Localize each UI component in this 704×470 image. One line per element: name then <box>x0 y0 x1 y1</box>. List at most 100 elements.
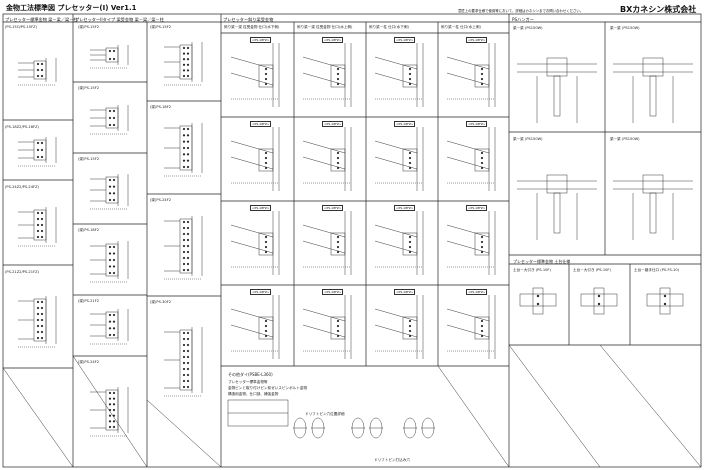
c1-d4-pin <box>40 330 44 334</box>
col4-subhead-3: 斜り梁－柱 仕口(水下側) <box>369 25 409 29</box>
c3-d4-pin <box>186 343 190 347</box>
c2-d1-plate <box>105 47 119 63</box>
c5-d2-rod <box>649 75 657 117</box>
c3-d2-pin <box>182 146 186 150</box>
col2-label-1: (梁)PS-15F2 <box>78 25 100 29</box>
c2-d1-pin <box>108 57 112 61</box>
col4-note-title: その他ダイ(PSBE-L360) <box>228 372 273 377</box>
c4-r3c1-pin <box>264 235 268 239</box>
c5-s2-pin <box>597 294 601 298</box>
col5-bottom-label-2: 土台－大引き (PS-10F) <box>573 268 611 272</box>
c1-d4-pin <box>36 336 40 340</box>
c4-r1c2-pin <box>336 82 340 86</box>
c3-d4-plate <box>179 329 193 391</box>
c5-d3-plate <box>546 174 568 194</box>
c5-d1-plate <box>546 57 568 77</box>
c4-r3c3-pin <box>408 250 412 254</box>
col3-label-3: (梁)PS-24F2 <box>150 198 172 202</box>
c4-r2c4-pin <box>480 161 484 165</box>
c4-r3c4-pin <box>480 245 484 249</box>
c1-d3-pin <box>36 211 40 215</box>
c4-r3c4-slope-top <box>446 224 490 238</box>
c4-r1c1-pin <box>264 67 268 71</box>
c4-r1c4-plate <box>474 64 490 88</box>
c4-r3c4-pin <box>480 235 484 239</box>
c3-d3-pin <box>186 226 190 230</box>
c2-d4-pin <box>112 265 116 268</box>
c2-d6-pin <box>112 420 116 423</box>
c4-r1c1-plate <box>258 64 274 88</box>
c4-r2c1-pin <box>264 161 268 165</box>
c4-r2c1-pin <box>264 156 268 160</box>
c1-d3-pin <box>40 229 44 233</box>
col4-tag-r2c2: <PS-18FZ> <box>322 121 344 127</box>
c2-d5-pin <box>108 313 112 317</box>
c3-d2-pin <box>182 140 186 143</box>
company-logo: BXカネシン株式会社 <box>620 5 697 14</box>
c4-r2c1-slope-top <box>230 140 274 154</box>
c3-d4-pin <box>186 355 190 359</box>
c4-r3c1-pin <box>264 250 268 254</box>
col4-tag-r4c2: <PS-18FZ> <box>322 289 344 295</box>
c4-r4c3-slope-top <box>374 308 418 322</box>
c4-r2c3-plate <box>402 148 418 172</box>
c3-d1-pin <box>186 74 190 78</box>
c3-d3-pin <box>186 268 190 272</box>
c4-r4c4-pin <box>480 329 484 333</box>
c4-r3c4-pin <box>480 250 484 254</box>
c4-r2c4-pin <box>480 151 484 155</box>
c3-d4-pin <box>186 373 190 377</box>
c4-r4c2-pin <box>336 324 340 328</box>
col4-subhead-4: 斜り梁－柱 仕口(水上側) <box>441 25 481 29</box>
c4-r3c1-slope-top <box>230 224 274 238</box>
c1-d2-pin <box>36 141 40 145</box>
c3-d3-pin <box>182 262 186 266</box>
col4-tag-r2c1: <PS-18FZ> <box>250 121 272 127</box>
c3-d3-pin <box>182 238 186 242</box>
c4-r4c1-pin <box>264 334 268 338</box>
c3-d1-pin <box>182 74 186 78</box>
c3-d4-pin <box>186 385 190 389</box>
c1-d2-pin <box>36 155 40 159</box>
c4-r2c2-slope-top <box>302 140 346 154</box>
c4-r1c1-pin <box>264 82 268 86</box>
c4-r4c2-pin <box>336 329 340 333</box>
c4-r1c1-pin <box>264 72 268 76</box>
c4-r3c3-plate <box>402 232 418 256</box>
c3-d2-pin <box>186 127 190 131</box>
col5-label-4: 梁－梁 (PS150W) <box>610 137 640 141</box>
c3-d2-pin <box>186 140 190 143</box>
c2-d6-pin <box>112 414 116 417</box>
c4-r4c2-slope-top <box>302 308 346 322</box>
col4-tag-r1c1: <PS-18FZ> <box>250 37 272 43</box>
c3-d2-pin <box>182 165 186 169</box>
c3-d3-pin <box>182 268 186 272</box>
c5-s3-pin <box>663 294 667 298</box>
c3-d3-pin <box>186 220 190 224</box>
col4-detail-label: ドリフトピン穴位置詳細 <box>305 412 345 416</box>
c2-d1-pin <box>112 49 116 53</box>
c2-d4-pin <box>112 258 116 262</box>
c3-d3-pin <box>182 220 186 224</box>
c4-r2c4-pin <box>480 166 484 170</box>
c4-r1c3-pin <box>408 72 412 76</box>
c3-d4-pin <box>186 349 190 353</box>
c2-d6-pin <box>108 403 112 406</box>
col3-label-1: (梁)PS-15F2 <box>150 25 172 29</box>
c1-d3-pin <box>40 211 44 215</box>
c5-d2-plate <box>642 57 664 77</box>
c1-d4-pin <box>40 336 44 340</box>
c2-d4-pin <box>108 258 112 262</box>
c4-r2c2-pin <box>336 151 340 155</box>
c3-d3-plate <box>179 218 193 274</box>
c4-r2c3-slope-top <box>374 140 418 154</box>
c3-d4-pin <box>182 379 186 383</box>
c1-d4-pin <box>40 324 44 328</box>
c1-d2-pin <box>40 141 44 145</box>
c4-r2c2-pin <box>336 156 340 160</box>
col4-subhead-2: 斜り梁－梁 柱受金物 仕口(水上側) <box>297 25 353 29</box>
c4-r1c4-pin <box>480 82 484 86</box>
c4-r1c2-plate <box>330 64 346 88</box>
c3-d3-pin <box>186 256 190 260</box>
